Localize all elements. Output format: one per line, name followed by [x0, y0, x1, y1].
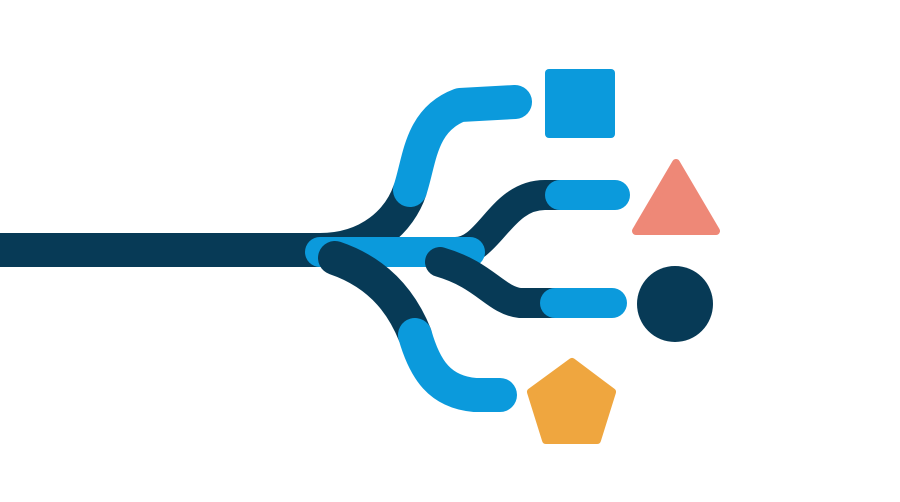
top-branch-blue [393, 85, 532, 207]
lower-middle-branch-dark [425, 247, 575, 318]
salmon-triangle-icon [632, 159, 720, 235]
blue-square-icon [545, 69, 615, 138]
navy-circle-icon [637, 266, 713, 342]
bottom-branch-blue [398, 318, 517, 412]
orange-pentagon-icon [527, 358, 616, 444]
